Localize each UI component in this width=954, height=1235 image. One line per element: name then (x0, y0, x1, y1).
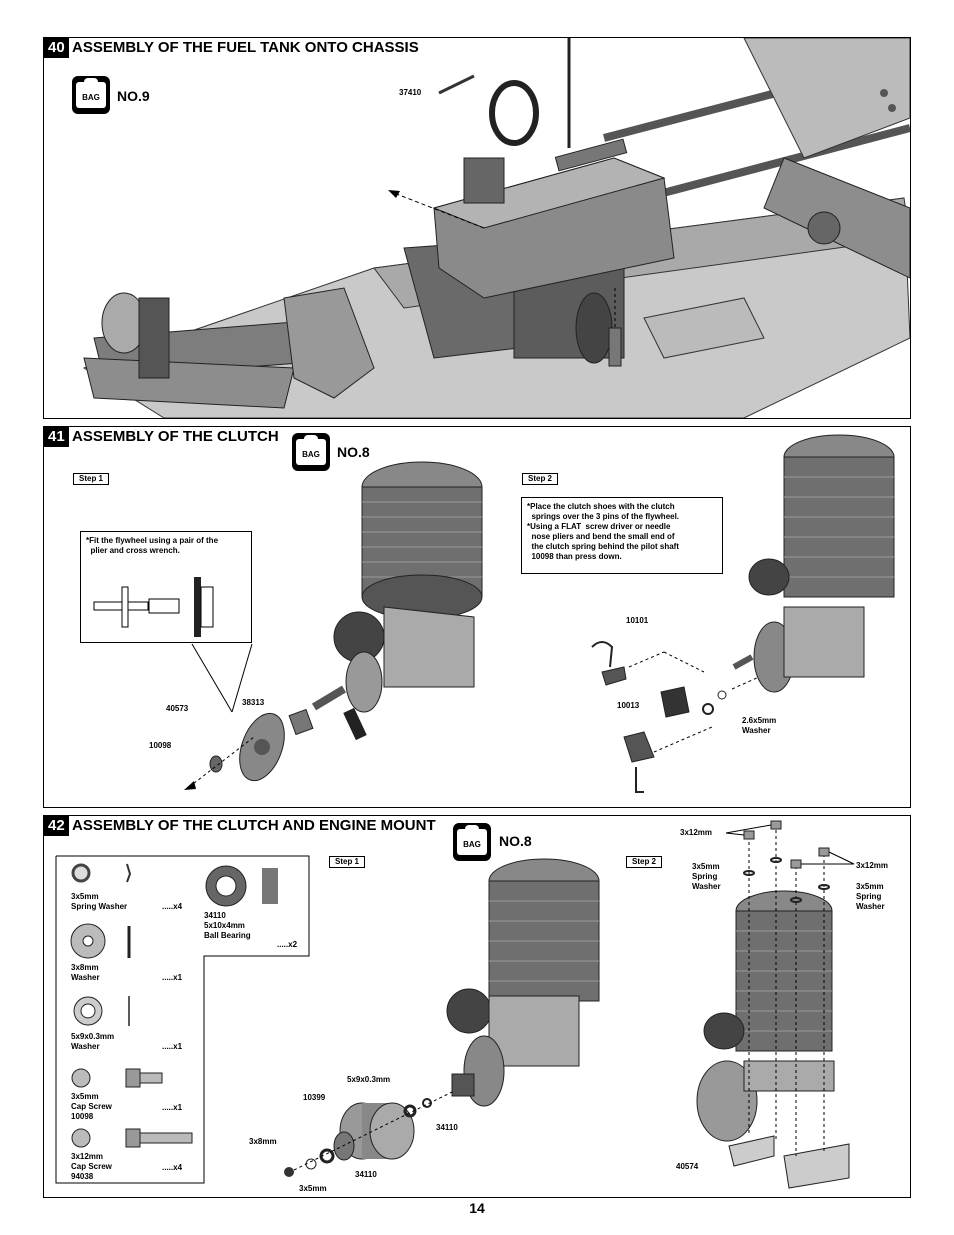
part-qty: .....x1 (162, 1042, 183, 1051)
part-label-40574: 40574 (676, 1162, 699, 1171)
step-1-tag: Step 1 (73, 473, 110, 485)
engine-mount-illustration (55, 820, 855, 1189)
part-label-5x9: 5x9x0.3mm (347, 1075, 391, 1084)
step-1-tag: Step 1 (329, 856, 366, 868)
part-label-34110: 34110 (355, 1170, 377, 1179)
part-label-10013: 10013 (617, 701, 640, 710)
step-number: 42 (44, 816, 69, 836)
part-name: 34110 5x10x4mm Ball Bearing (204, 911, 251, 940)
part-label-10098: 10098 (149, 741, 172, 750)
step-title: ASSEMBLY OF THE CLUTCH AND ENGINE MOUNT (72, 817, 436, 834)
bag-number: NO.8 (499, 833, 532, 849)
bag-number: NO.9 (117, 88, 150, 104)
step-40-panel: 40 ASSEMBLY OF THE FUEL TANK ONTO CHASSI… (43, 37, 911, 419)
bag-icon: BAG (292, 433, 330, 471)
part-name: 5x9x0.3mm Washer (71, 1032, 115, 1051)
bag-label: BAG (463, 840, 481, 849)
part-qty: .....x2 (277, 940, 298, 949)
bag-icon: BAG (453, 823, 491, 861)
bag-number: NO.8 (337, 444, 370, 460)
part-label-40573: 40573 (166, 704, 189, 713)
part-label-10101: 10101 (626, 616, 649, 625)
part-label-3x12: 3x12mm (680, 828, 713, 837)
page-number: 14 (469, 1200, 485, 1216)
note-step-1: *Fit the flywheel using a pair of the pl… (80, 531, 252, 643)
clutch-illustration (93, 434, 895, 793)
part-label-38313: 38313 (242, 698, 265, 707)
part-label-37410: 37410 (399, 88, 422, 97)
part-qty: .....x4 (162, 1163, 183, 1172)
bag-icon: BAG (72, 76, 110, 114)
chassis-illustration (82, 38, 910, 418)
part-name: 3x5mm Cap Screw 10098 (71, 1092, 112, 1121)
step-number: 40 (44, 38, 69, 58)
bag-label: BAG (82, 93, 100, 102)
step-2-tag: Step 2 (626, 856, 663, 868)
part-label-washer: 2.6x5mm Washer (742, 716, 777, 735)
part-label-10399: 10399 (303, 1093, 326, 1102)
part-qty: .....x1 (162, 1103, 183, 1112)
step-41-panel: 41 ASSEMBLY OF THE CLUTCH BAG NO.8 Step … (43, 426, 911, 808)
step-title: ASSEMBLY OF THE FUEL TANK ONTO CHASSIS (72, 39, 419, 56)
step-number: 41 (44, 427, 69, 447)
bag-label: BAG (302, 450, 320, 459)
part-name: 3x8mm Washer (71, 963, 100, 982)
step-title: ASSEMBLY OF THE CLUTCH (72, 428, 279, 445)
part-name: 3x12mm Cap Screw 94038 (71, 1152, 112, 1181)
step-2-tag: Step 2 (522, 473, 559, 485)
part-label-34110: 34110 (436, 1123, 458, 1132)
part-qty: .....x4 (162, 902, 183, 911)
part-label-3x8: 3x8mm (249, 1137, 277, 1146)
part-label-spring-washer: 3x5mm Spring Washer (856, 882, 885, 911)
note-step-2: *Place the clutch shoes with the clutch … (521, 497, 723, 574)
part-label-3x12: 3x12mm (856, 861, 889, 870)
part-name: 3x5mm Spring Washer (71, 892, 128, 911)
step-42-panel: 42 ASSEMBLY OF THE CLUTCH AND ENGINE MOU… (43, 815, 911, 1198)
part-label-3x5: 3x5mm (299, 1184, 327, 1193)
part-qty: .....x1 (162, 973, 183, 982)
part-label-spring-washer: 3x5mm Spring Washer (692, 862, 721, 891)
